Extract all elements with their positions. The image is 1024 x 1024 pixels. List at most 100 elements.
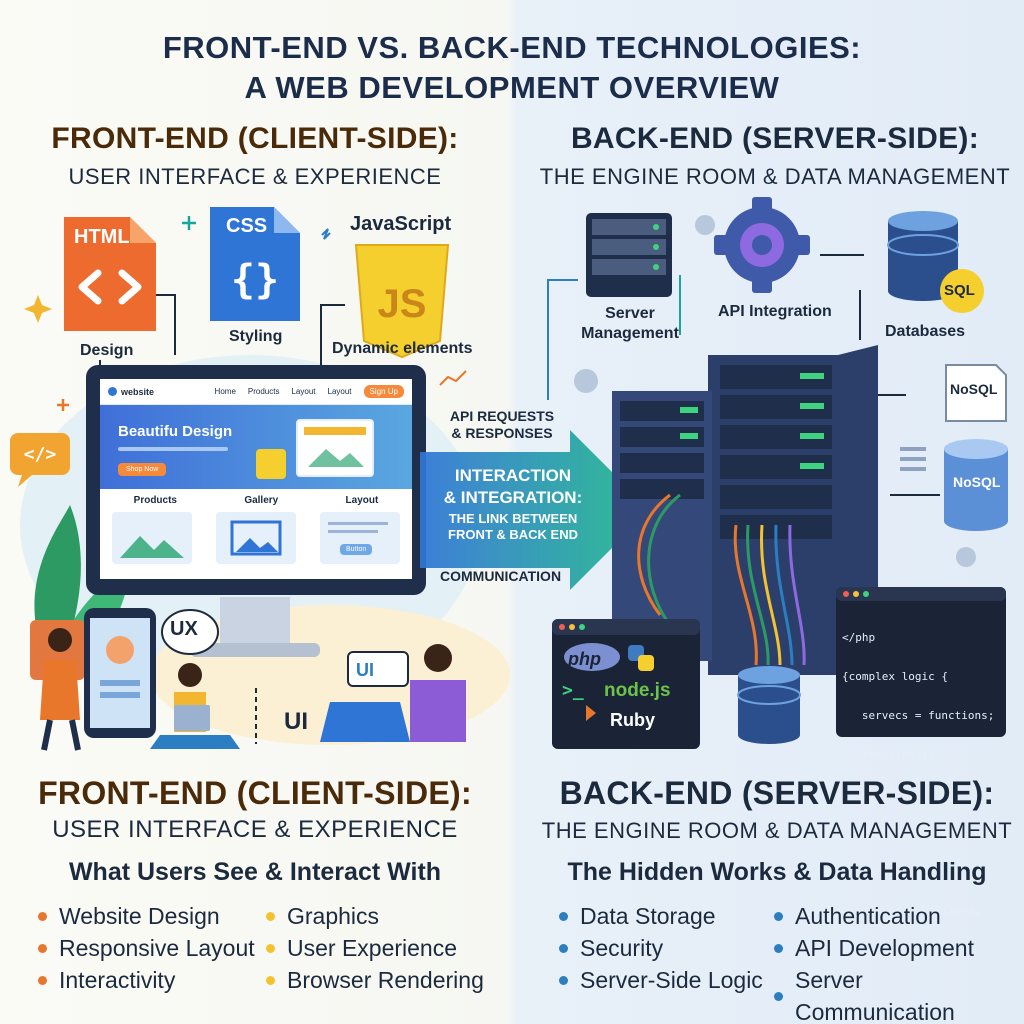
list-item-text: Responsive Layout bbox=[59, 935, 255, 961]
data-list-icon bbox=[900, 447, 926, 471]
plus-icon-2 bbox=[57, 399, 69, 411]
website-mockup: website Home Products Layout Layout Sign… bbox=[100, 379, 412, 579]
html-file-icon bbox=[64, 217, 156, 331]
bullet-dot-icon bbox=[559, 975, 568, 985]
ruby-gem-icon bbox=[586, 705, 596, 721]
person2-head-icon bbox=[178, 663, 202, 687]
css-file-icon: {} bbox=[210, 207, 300, 321]
arrow-connector-2 bbox=[320, 304, 345, 375]
api-integration-label: API Integration bbox=[718, 303, 832, 320]
list-item: Browser Rendering bbox=[266, 964, 484, 996]
code-line: } bbox=[842, 982, 849, 995]
list-item: Website Design bbox=[38, 900, 255, 932]
plus-icon bbox=[182, 216, 196, 230]
nav-link-products[interactable]: Products bbox=[247, 387, 280, 396]
code-line: servecs = functions; bbox=[842, 709, 995, 722]
interaction-line-2: & INTEGRATION: bbox=[443, 488, 583, 507]
html-caption: Design bbox=[80, 342, 134, 359]
person-body-icon bbox=[40, 660, 80, 720]
list-item: Graphics bbox=[266, 900, 484, 932]
card-label-gallery: Gallery bbox=[244, 495, 279, 506]
server-label-2: Management bbox=[581, 325, 679, 342]
main-title: FRONT-END VS. BACK-END TECHNOLOGIES: A W… bbox=[60, 28, 964, 108]
front-list-col1: Website Design Responsive Layout Interac… bbox=[38, 900, 255, 996]
list-item: Responsive Layout bbox=[38, 932, 255, 964]
javascript-label: JavaScript bbox=[350, 213, 452, 235]
back-top-heading: BACK-END (SERVER-SIDE): bbox=[570, 122, 980, 155]
sql-label: SQL bbox=[944, 282, 975, 299]
back-bottom-header: BACK-END (SERVER-SIDE): THE ENGINE ROOM … bbox=[530, 775, 1024, 887]
card-label-products: Products bbox=[133, 495, 177, 506]
code-line: complex(e, functions { bbox=[842, 826, 1008, 839]
card-label-layout: Layout bbox=[345, 495, 379, 506]
front-top-heading: FRONT-END (CLIENT-SIDE): bbox=[51, 122, 459, 155]
website-card-labels: Products Gallery Layout bbox=[100, 489, 412, 506]
front-top-header: FRONT-END (CLIENT-SIDE): USER INTERFACE … bbox=[20, 122, 490, 190]
front-top-subheading: USER INTERFACE & EXPERIENCE bbox=[68, 164, 442, 189]
svg-text:JS: JS bbox=[378, 282, 427, 326]
bullet-dot-icon bbox=[774, 943, 783, 953]
nav-link-layout[interactable]: Layout bbox=[291, 387, 316, 396]
code-line: } senction { bbox=[842, 787, 929, 800]
ui-label: UI bbox=[284, 708, 308, 735]
link-line-2: FRONT & BACK END bbox=[448, 527, 578, 542]
list-item: API Development bbox=[774, 932, 1024, 964]
server-label-1: Server bbox=[605, 305, 655, 322]
bullet-dot-icon bbox=[266, 975, 275, 985]
hero-text-line bbox=[118, 447, 228, 451]
languages-window bbox=[552, 619, 700, 749]
hero-image-card bbox=[296, 419, 374, 477]
ui-bubble-icon bbox=[347, 651, 409, 687]
landscape-icon bbox=[304, 427, 366, 467]
back-bottom-subheading: THE ENGINE ROOM & DATA MANAGEMENT bbox=[541, 818, 1013, 843]
code-bubble-icon: </> bbox=[10, 433, 70, 487]
list-item-text: User Experience bbox=[287, 935, 458, 961]
list-item-text: Data Storage bbox=[580, 903, 716, 929]
code-line: function(); bbox=[842, 865, 935, 878]
website-hero: Beautifu Design Shop Now bbox=[100, 405, 412, 489]
people-illustration bbox=[40, 608, 466, 751]
nav-link-layout-2[interactable]: Layout bbox=[327, 387, 352, 396]
back-bottom-tagline: The Hidden Works & Data Handling bbox=[567, 858, 987, 886]
card-button[interactable]: Button bbox=[340, 544, 373, 555]
gallery-card-image-icon bbox=[216, 512, 296, 564]
php-logo-icon bbox=[564, 643, 620, 671]
code-line: {complex logic { bbox=[842, 670, 948, 683]
list-item-text: Server-Side Logic bbox=[580, 967, 763, 993]
ruby-label: Ruby bbox=[610, 710, 655, 730]
shop-now-button[interactable]: Shop Now bbox=[118, 463, 167, 476]
list-item: User Experience bbox=[266, 932, 484, 964]
list-item: Interactivity bbox=[38, 964, 255, 996]
bullet-dot-icon bbox=[559, 911, 568, 921]
nosql-document-icon bbox=[945, 364, 1007, 422]
front-bottom-heading: FRONT-END (CLIENT-SIDE): bbox=[38, 775, 472, 811]
front-bottom-subheading: USER INTERFACE & EXPERIENCE bbox=[52, 816, 458, 843]
nav-link-home[interactable]: Home bbox=[214, 387, 236, 396]
interaction-arrow-icon bbox=[420, 430, 650, 590]
server-management-label: Server Management bbox=[570, 304, 690, 344]
gear-badge-icon bbox=[256, 449, 286, 479]
terminal-prompt-icon: >_ bbox=[562, 680, 584, 701]
gear-icon bbox=[714, 197, 810, 293]
code-block: </php {complex logic { servecs = functio… bbox=[842, 605, 1008, 1008]
ux-label: UX bbox=[170, 618, 198, 640]
nosql-database-label: NoSQL bbox=[953, 474, 1001, 490]
svg-text:</>: </> bbox=[24, 444, 57, 465]
squiggle-icon bbox=[321, 228, 331, 240]
trend-icon bbox=[439, 370, 467, 386]
html-label: HTML bbox=[74, 226, 130, 248]
signup-button[interactable]: Sign Up bbox=[363, 385, 404, 398]
communication-label: COMMUNICATION bbox=[440, 568, 562, 584]
back-end-illustration bbox=[547, 197, 1008, 749]
list-item-text: Interactivity bbox=[59, 967, 176, 993]
cables-icon bbox=[637, 493, 806, 666]
api-requests-label: API REQUESTS & RESPONSES bbox=[449, 408, 555, 441]
bullet-dot-icon bbox=[38, 911, 47, 921]
list-item-text: Security bbox=[580, 935, 664, 961]
ui-label-bubble: UI bbox=[356, 660, 374, 680]
database-icon bbox=[737, 666, 801, 744]
list-item-text: Server Communication bbox=[795, 967, 955, 1024]
title-line-1: FRONT-END VS. BACK-END TECHNOLOGIES: bbox=[162, 30, 862, 65]
sparkle-icon bbox=[24, 295, 52, 323]
bullet-dot-icon bbox=[774, 911, 783, 921]
